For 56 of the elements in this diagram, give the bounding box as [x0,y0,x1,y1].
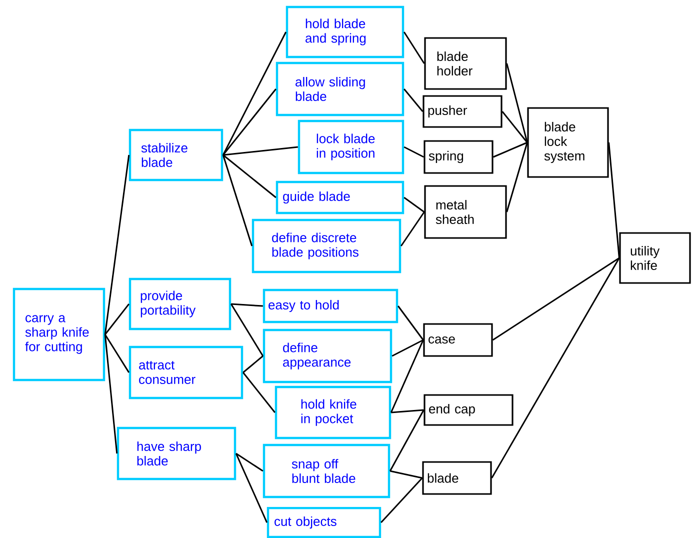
connector-line [223,146,298,156]
function-box: have sharp blade [116,426,236,480]
function-box: define appearance [262,328,392,384]
connector-line [242,355,264,374]
connector-line [104,334,130,373]
connector-line [231,303,263,307]
function-box: cut objects [266,506,382,538]
connector-line [235,453,268,523]
connector-line [390,470,422,479]
connector-line [506,63,528,143]
component-box: pusher [422,95,502,128]
component-box: case [423,323,493,357]
function-box: hold blade and spring [286,6,404,58]
component-box: blade lock system [527,107,609,178]
function-box: allow sliding blade [276,62,404,116]
function-box: define discrete blade positions [252,218,402,274]
connector-line [230,304,264,356]
function-box: easy to hold [262,288,398,324]
function-box: hold knife in pocket [274,386,392,440]
connector-line [493,142,528,158]
connector-line [389,410,424,472]
connector-line [242,372,276,413]
component-box: utility knife [619,232,691,284]
connector-line [392,339,424,357]
connector-line [236,452,264,472]
function-box: carry a sharp knife for cutting [12,288,106,382]
connector-line [391,409,424,414]
component-box: end cap [424,394,514,426]
function-box: stabilize blade [128,128,224,182]
connector-line [104,304,130,335]
connector-line [400,212,425,246]
connector-line [380,478,423,524]
connector-line [398,306,424,340]
connector-line [104,154,130,335]
function-box: guide blade [276,180,404,214]
connector-line [104,334,118,454]
component-box: blade holder [424,37,507,90]
component-box: spring [424,140,494,174]
connector-line [608,142,620,258]
connector-line [404,146,424,158]
connector-line [222,154,253,246]
function-box: attract consumer [128,346,244,400]
connector-line [222,154,276,198]
connector-line [506,142,528,212]
function-box: lock blade in position [298,120,404,174]
connector-line [222,32,287,156]
function-box: snap off blunt blade [262,444,390,498]
component-box: blade [422,461,492,495]
connector-line [404,196,425,213]
connector-line [502,111,528,143]
component-box: metal sheath [424,185,507,239]
function-box: provide portability [128,278,232,330]
connector-line [222,88,276,156]
connector-line [492,257,620,341]
connector-line [491,258,620,478]
connector-line [390,340,424,413]
